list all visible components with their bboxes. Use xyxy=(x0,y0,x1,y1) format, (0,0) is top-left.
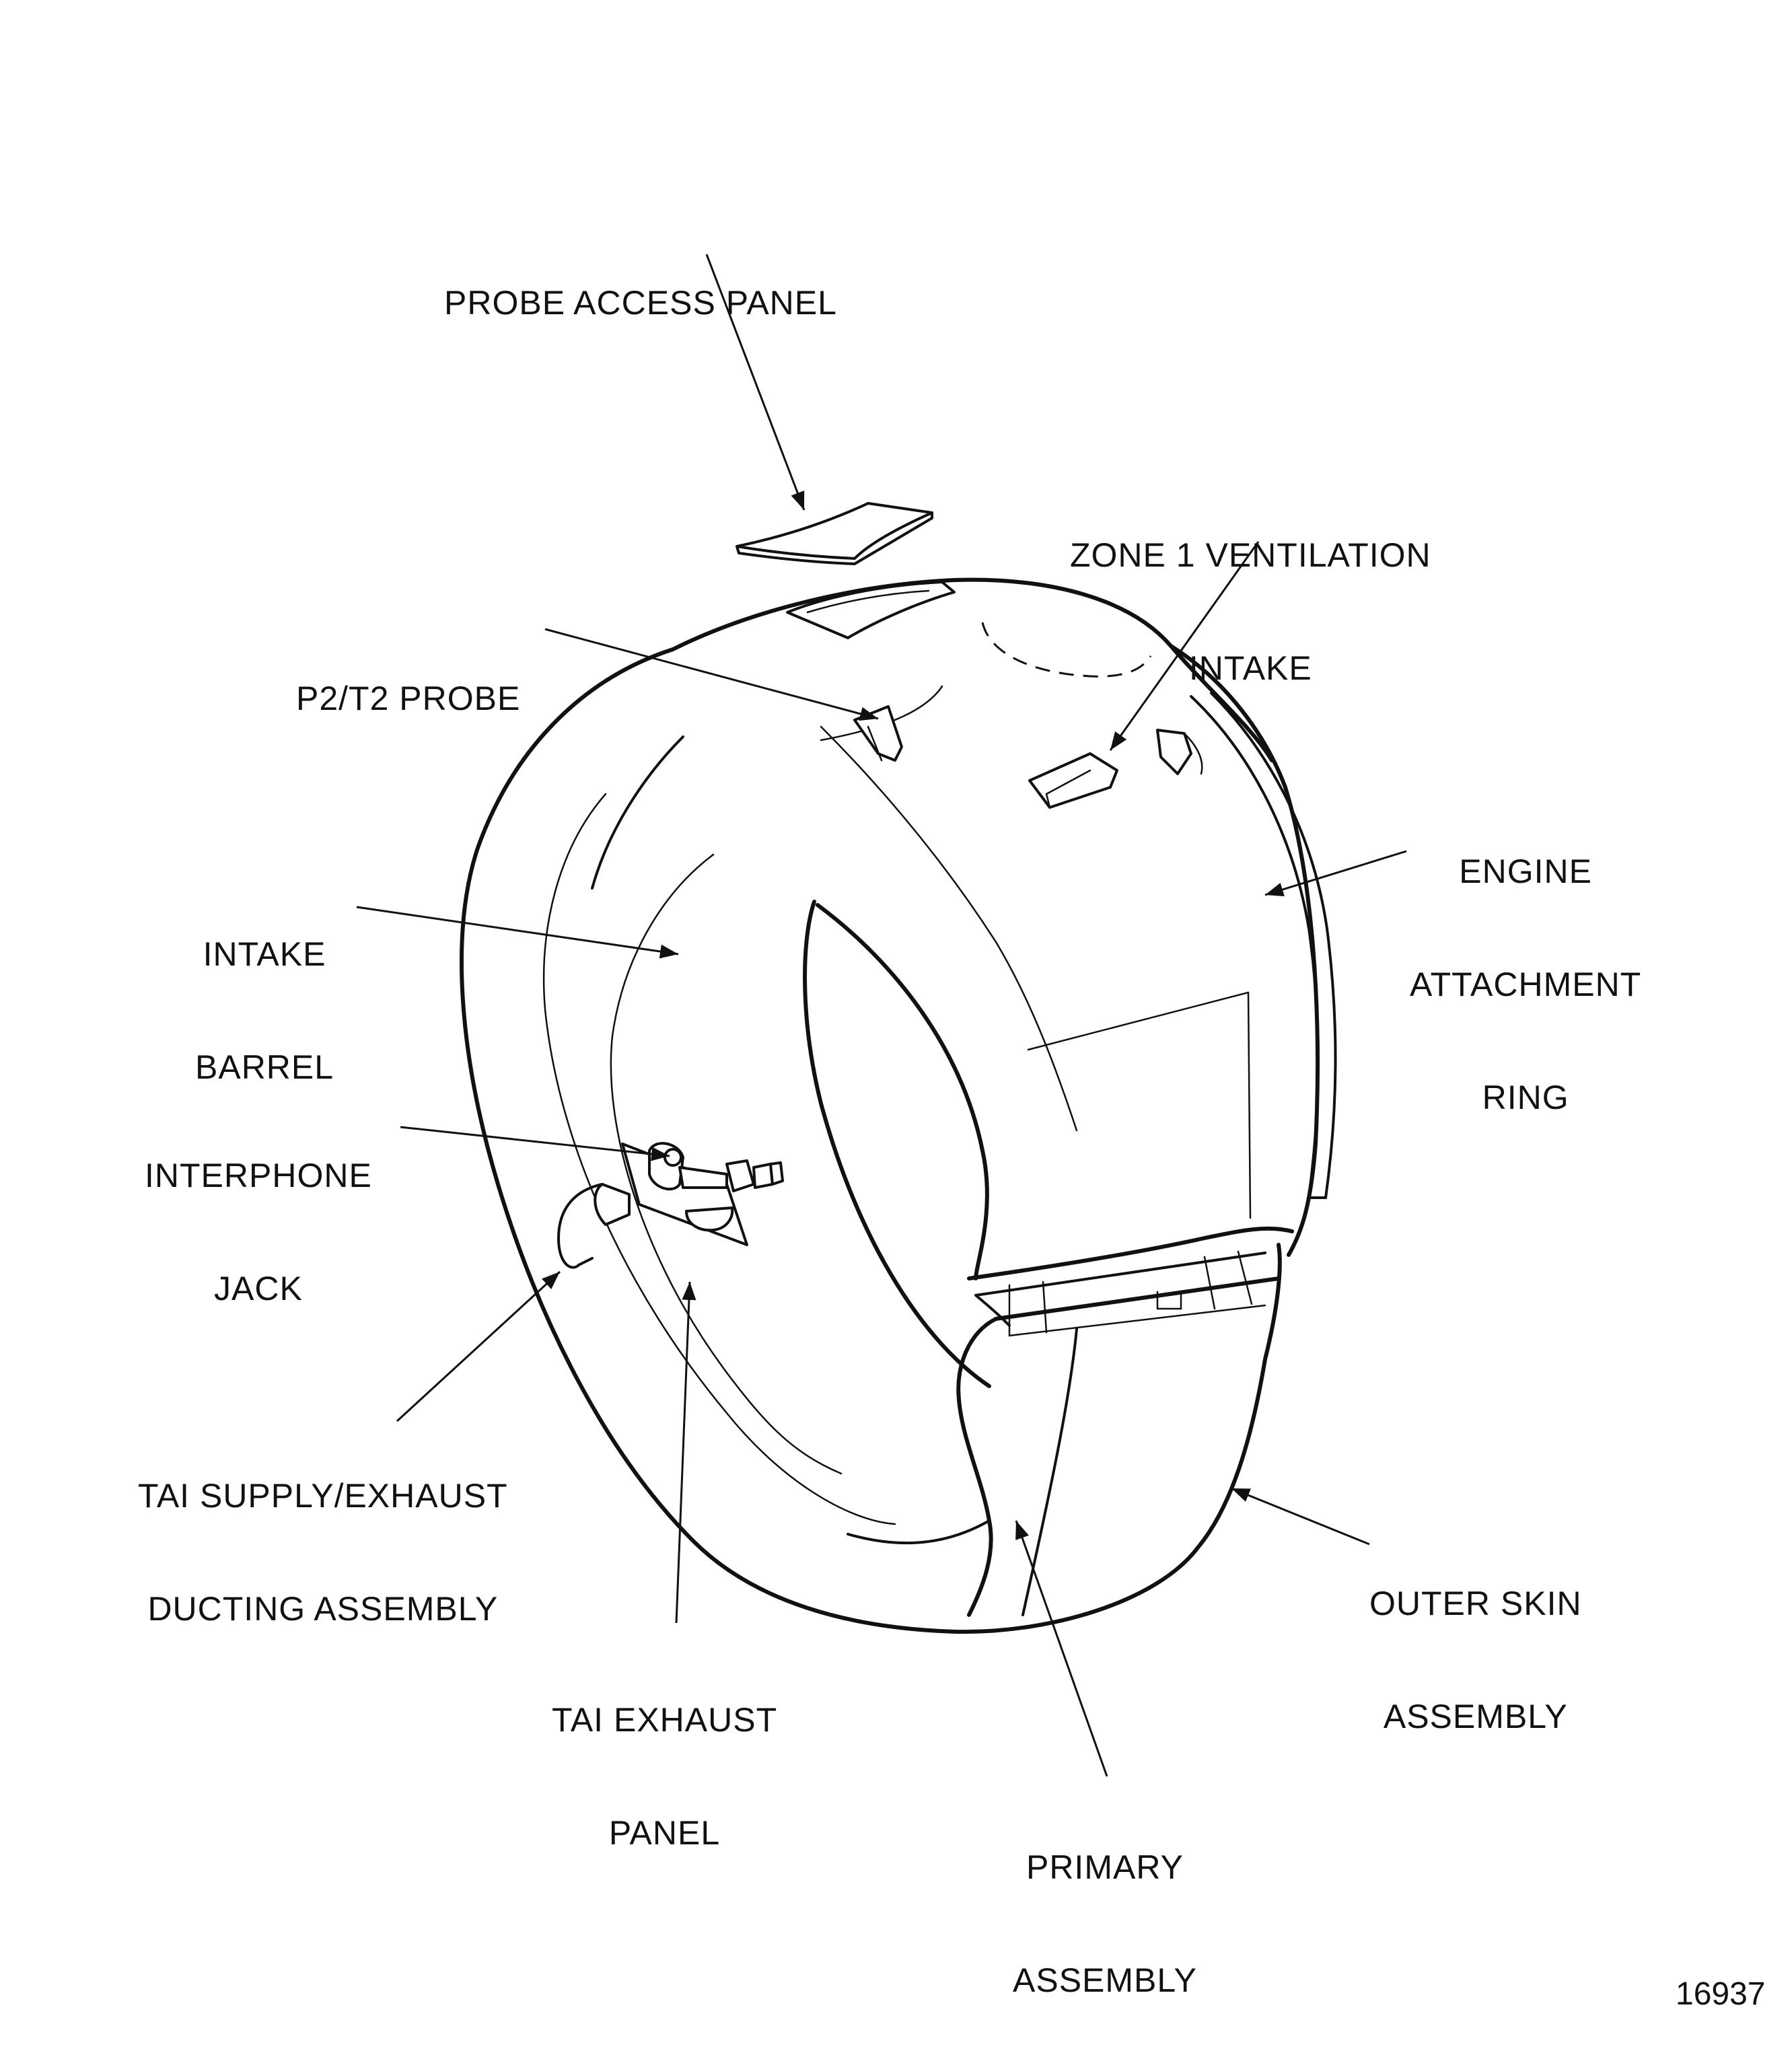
interphone-jack-icon xyxy=(664,1148,682,1167)
label-engine-attachment-ring: ENGINE ATTACHMENT RING xyxy=(1410,777,1641,1154)
tai-supply-line2: DUCTING ASSEMBLY xyxy=(147,1590,499,1628)
interphone-line1: INTERPHONE xyxy=(145,1157,372,1194)
intake-barrel-line2: BARREL xyxy=(195,1048,334,1086)
tai-exhaust-line2: PANEL xyxy=(608,1814,721,1852)
label-interphone-jack: INTERPHONE JACK xyxy=(145,1081,372,1345)
label-p2-t2-probe: P2/T2 PROBE xyxy=(296,604,520,755)
inlet-cowl-body xyxy=(460,577,1337,1634)
label-intake-barrel: INTAKE BARREL xyxy=(195,860,334,1124)
intake-barrel-line1: INTAKE xyxy=(203,935,326,973)
primary-line2: ASSEMBLY xyxy=(1013,1961,1197,1999)
engine-line1: ENGINE xyxy=(1459,853,1592,890)
tai-exhaust-line1: TAI EXHAUST xyxy=(552,1701,778,1739)
figure-number: 16937 xyxy=(1676,1976,1766,2012)
label-primary-assembly: PRIMARY ASSEMBLY xyxy=(1013,1773,1197,2037)
primary-line1: PRIMARY xyxy=(1026,1848,1184,1886)
zone1-line2: INTAKE xyxy=(1188,649,1312,687)
engine-line3: RING xyxy=(1482,1079,1569,1116)
probe-access-panel-text: PROBE ACCESS PANEL xyxy=(444,284,837,322)
label-tai-supply-exhaust: TAI SUPPLY/EXHAUST DUCTING ASSEMBLY xyxy=(138,1402,508,1665)
outer-skin-line2: ASSEMBLY xyxy=(1383,1698,1568,1735)
p2-t2-probe-text: P2/T2 PROBE xyxy=(296,680,521,717)
leader-lines xyxy=(356,254,1407,1777)
label-probe-access-panel: PROBE ACCESS PANEL xyxy=(444,209,837,359)
probe-access-panel-part xyxy=(736,502,933,565)
label-tai-exhaust-panel: TAI EXHAUST PANEL xyxy=(552,1626,777,1889)
label-outer-skin-assembly: OUTER SKIN ASSEMBLY xyxy=(1369,1509,1582,1773)
engine-line2: ATTACHMENT xyxy=(1410,966,1642,1003)
tai-supply-line1: TAI SUPPLY/EXHAUST xyxy=(138,1477,508,1515)
outer-skin-line1: OUTER SKIN xyxy=(1369,1585,1582,1622)
zone1-line1: ZONE 1 VENTILATION xyxy=(1070,536,1431,574)
interphone-line2: JACK xyxy=(214,1270,303,1307)
label-zone1-ventilation-intake: ZONE 1 VENTILATION INTAKE xyxy=(1070,461,1431,725)
